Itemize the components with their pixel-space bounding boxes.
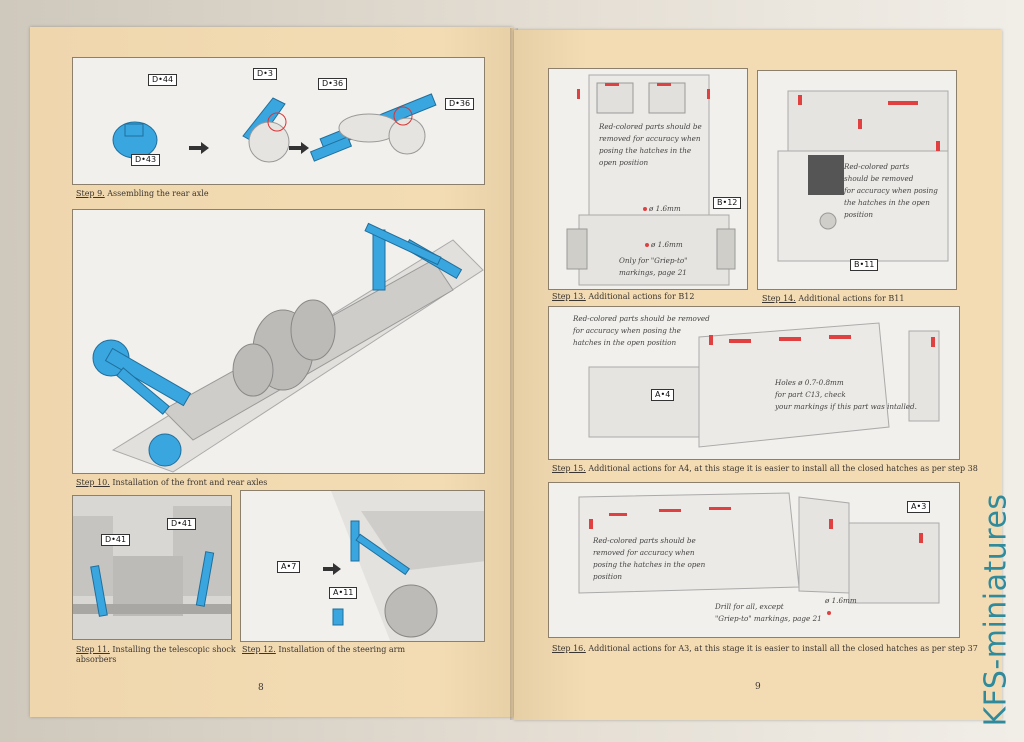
step-11-illustration: D•41 D•41: [72, 495, 232, 640]
part-tag: B•11: [850, 259, 879, 271]
part-tag: D•43: [131, 154, 161, 166]
step-15-caption: Step 15. Additional actions for A4, at t…: [552, 464, 978, 473]
step-10-illustration: [72, 209, 485, 474]
watermark: KFS-miniatures: [978, 493, 1014, 727]
part-tag: D•44: [148, 74, 178, 86]
step-9-caption: Step 9. Assembling the rear axle: [76, 189, 209, 198]
step-12-illustration: A•7 A•11: [240, 490, 485, 642]
part-tag: D•3: [253, 68, 277, 80]
part-tag: D•36: [318, 78, 348, 90]
steering-arm-drawing: [323, 491, 484, 641]
part-tag: A•7: [277, 561, 301, 573]
griep-note: Only for "Griep-to"markings, page 21: [619, 256, 688, 277]
part-tag: D•36: [445, 98, 475, 110]
part-tag: D•41: [101, 534, 131, 546]
a4-drawing: [588, 322, 940, 448]
b11-drawing: [777, 90, 949, 262]
part-tag: B•12: [713, 197, 742, 209]
shock-absorbers-drawing: [73, 496, 231, 639]
step-16-caption: Step 16. Additional actions for A3, at t…: [552, 644, 978, 653]
step-9-illustration: D•44 D•43 D•3 D•36 D•36: [72, 57, 485, 185]
rear-axle-drawing: [112, 93, 437, 163]
drill-size: ø 1.6mm: [651, 240, 683, 249]
page-number: 9: [755, 682, 761, 692]
front-rear-axle-drawing: [92, 222, 484, 473]
step-14-caption: Step 14. Additional actions for B11: [762, 294, 905, 303]
step-12-caption: Step 12. Installation of the steering ar…: [242, 645, 406, 654]
b12-drawing: [566, 74, 736, 286]
part-tag: A•3: [907, 501, 931, 513]
left-page: D•44 D•43 D•3 D•36 D•36 Step 9. Assembli…: [30, 27, 513, 717]
step-13-caption: Step 13. Additional actions for B12: [552, 292, 695, 301]
part-tag: A•4: [651, 389, 675, 401]
drill-size: ø 1.6mm: [649, 204, 681, 213]
step-10-caption: Step 10. Installation of the front and r…: [76, 478, 268, 487]
a3-drawing: [578, 492, 940, 615]
step-11-caption: Step 11. Installing the telescopic shock…: [76, 645, 236, 664]
part-tag: D•41: [167, 518, 197, 530]
drill-size: ø 1.6mm: [825, 596, 857, 605]
part-tag: A•11: [329, 587, 358, 599]
page-number: 8: [258, 683, 264, 693]
drill-note: Drill for all, except"Griep-to" markings…: [715, 602, 822, 623]
